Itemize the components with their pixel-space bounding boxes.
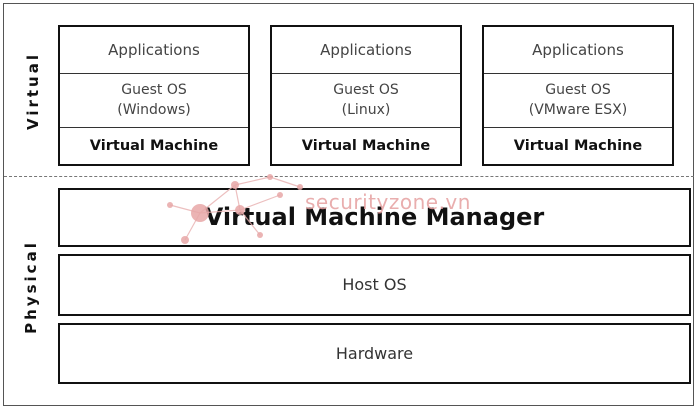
virtual-machine-label: Virtual Machine: [301, 138, 431, 154]
guest-os-name: (Windows): [117, 102, 191, 118]
host-os-layer: Host OS: [58, 254, 691, 316]
virtual-machine-label: Virtual Machine: [89, 138, 219, 154]
physical-side-label: Physical: [22, 240, 40, 334]
virtual-machine-label: Virtual Machine: [513, 138, 643, 154]
virtual-machine-manager-layer: Virtual Machine Manager: [58, 188, 691, 247]
virtual-physical-divider: [4, 176, 694, 177]
diagram-frame: [3, 3, 694, 406]
guest-os-label: Guest OS: [545, 82, 611, 98]
applications-label: Applications: [272, 27, 460, 74]
guest-os-name: (VMware ESX): [528, 102, 628, 118]
hardware-layer: Hardware: [58, 323, 691, 384]
vm-box-linux: Applications Guest OS (Linux) Virtual Ma…: [270, 25, 462, 166]
virtual-side-label: Virtual: [24, 52, 42, 130]
guest-os-label: Guest OS: [333, 82, 399, 98]
guest-os-label: Guest OS: [121, 82, 187, 98]
guest-os-windows: Guest OS (Windows): [60, 74, 248, 128]
guest-os-name: (Linux): [341, 102, 391, 118]
vm-box-vmware-esx: Applications Guest OS (VMware ESX) Virtu…: [482, 25, 674, 166]
applications-label: Applications: [60, 27, 248, 74]
guest-os-vmware-esx: Guest OS (VMware ESX): [484, 74, 672, 128]
watermark-text: securityzone.vn: [305, 190, 471, 214]
applications-label: Applications: [484, 27, 672, 74]
vm-box-windows: Applications Guest OS (Windows) Virtual …: [58, 25, 250, 166]
guest-os-linux: Guest OS (Linux): [272, 74, 460, 128]
